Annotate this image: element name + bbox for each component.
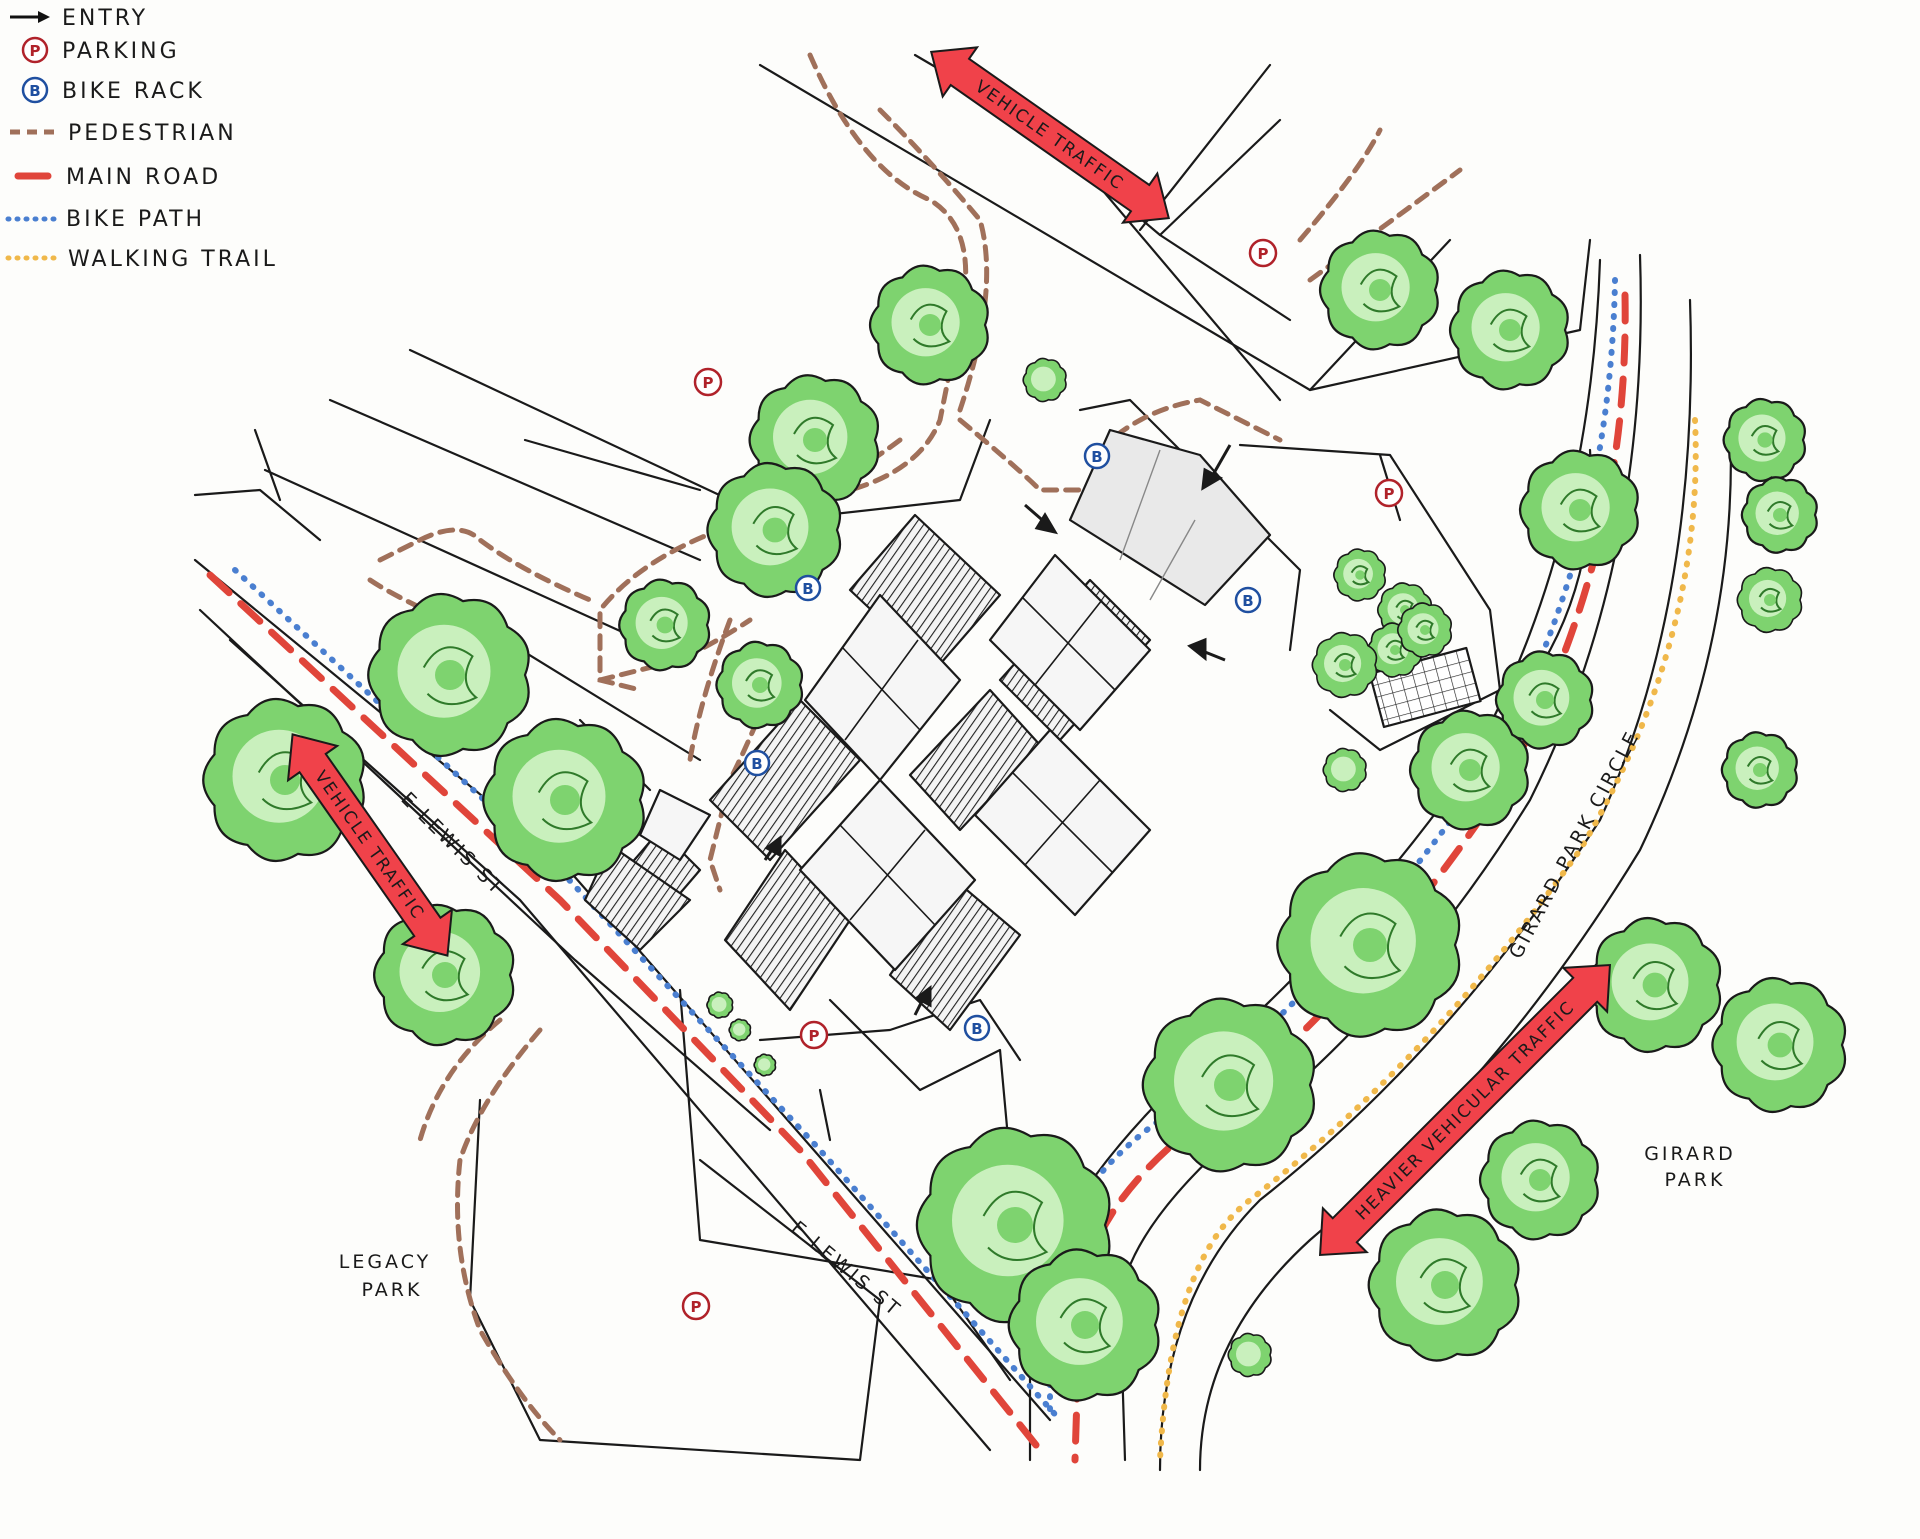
tree-icon [753,1053,777,1077]
girard-park-label-1: GIRARD [1644,1143,1736,1165]
svg-text:BIKE RACK: BIKE RACK [62,79,205,104]
girard-park-label-2: PARK [1665,1169,1726,1191]
svg-text:PARKING: PARKING [62,39,180,64]
north-traffic-label: VEHICLE TRAFFIC [971,77,1128,195]
tree-icon [1494,650,1594,750]
tree-icon [1311,631,1378,699]
entry-arrows [763,444,1232,1016]
tree-icon [1367,1208,1520,1362]
tree-icon [1276,852,1461,1038]
svg-text:P: P [1258,245,1269,263]
tree-icon [1448,269,1569,391]
svg-text:P: P [691,1298,702,1316]
tree-icon [1740,476,1818,554]
svg-text:WALKING TRAIL: WALKING TRAIL [68,247,278,272]
bike-rack-marker: B [963,1014,991,1042]
parking-markers: P P P P P [681,238,1404,1321]
tree-icon [367,592,530,758]
parking-marker: P [1374,478,1404,508]
tree-icon [1408,709,1529,831]
tree-icon [1396,602,1452,658]
svg-text:B: B [29,82,40,100]
tree-layer [202,229,1847,1402]
north-traffic-arrow: VEHICLE TRAFFIC [929,46,1171,224]
legend-entry: ENTRY [10,6,148,31]
parking-marker: P [681,1291,711,1321]
bike-rack-marker: B [1234,586,1262,614]
tree-icon [728,1018,752,1042]
bike-rack-markers: B B B B B [743,442,1262,1042]
legend: ENTRY P PARKING B BIKE RACK PEDESTRIAN M… [5,6,278,272]
svg-text:B: B [802,580,813,598]
tree-icon [1518,449,1639,571]
tree-icon [1478,1119,1599,1241]
svg-text:ENTRY: ENTRY [62,6,148,31]
tree-icon [868,264,989,386]
tree-icon [1022,357,1067,403]
tree-icon [1007,1248,1160,1402]
tree-icon [1322,747,1367,793]
legend-bike-path: BIKE PATH [5,207,205,232]
tree-icon [706,461,842,599]
svg-text:BIKE PATH: BIKE PATH [66,207,205,232]
svg-text:P: P [703,374,714,392]
parking-marker: P [1248,238,1278,268]
legacy-park-label-1: LEGACY [339,1251,432,1273]
tree-icon [1141,997,1315,1173]
tree-icon [715,640,803,730]
tree-icon [1720,731,1798,809]
svg-text:P: P [1384,485,1395,503]
svg-text:B: B [751,755,762,773]
legend-walking-trail: WALKING TRAIL [5,247,278,272]
tree-icon [1333,548,1386,602]
parking-marker: P [693,367,723,397]
walking-trail [1157,417,1699,1463]
bike-rack-marker: B [794,574,822,602]
svg-text:B: B [1242,592,1253,610]
svg-text:B: B [1091,448,1102,466]
entry-arrow-icon [38,11,50,23]
svg-text:P: P [30,42,41,60]
svg-text:MAIN ROAD: MAIN ROAD [66,165,221,190]
legend-main-road: MAIN ROAD [14,165,221,190]
svg-text:P: P [809,1027,820,1045]
tree-icon [482,717,645,883]
legacy-park-label-2: PARK [362,1279,423,1301]
legend-bike-rack: B BIKE RACK [21,76,205,104]
tree-icon [1711,976,1847,1114]
svg-text:B: B [971,1020,982,1038]
svg-text:PEDESTRIAN: PEDESTRIAN [68,121,237,146]
tree-icon [1722,397,1806,483]
legend-pedestrian: PEDESTRIAN [10,121,237,146]
tree-icon [1736,566,1803,634]
tree-icon [706,991,734,1019]
school-buildings [583,428,1482,1032]
parking-marker: P [799,1020,829,1050]
legend-parking: P PARKING [21,36,180,64]
tree-icon [1227,1332,1272,1378]
bike-rack-marker: B [743,749,771,777]
parking-icon [21,36,49,64]
bike-rack-marker: B [1083,442,1111,470]
tree-icon [1318,229,1439,351]
e-lewis-st-label-lower: E LEWIS ST [787,1217,906,1322]
bike-rack-icon [21,76,49,104]
tree-icon [618,578,711,672]
